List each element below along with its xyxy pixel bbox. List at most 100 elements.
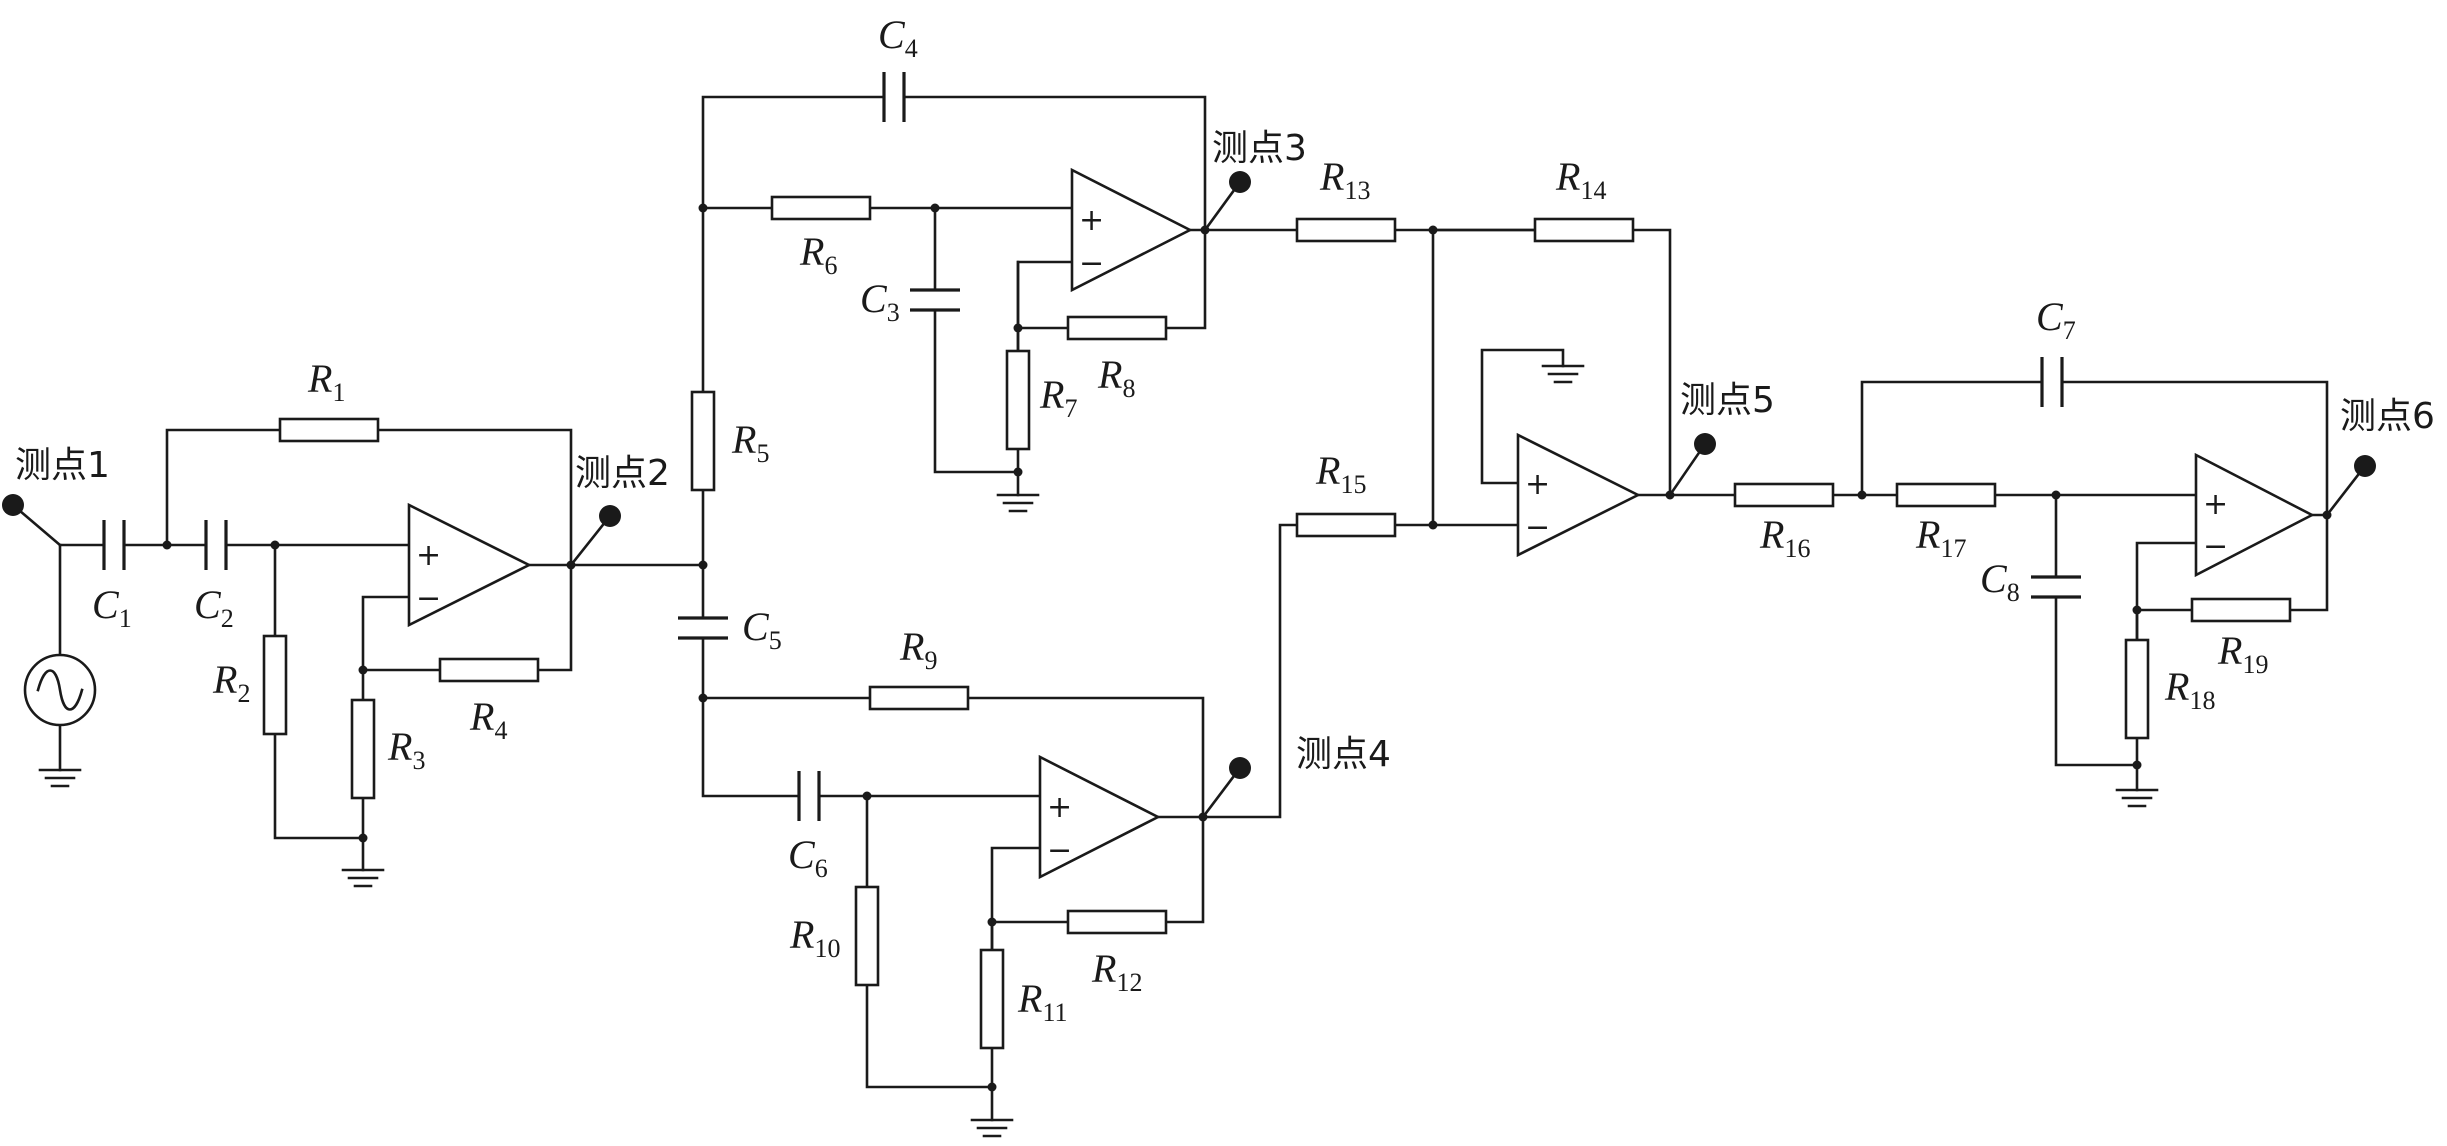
label-c3: C3 — [860, 276, 900, 327]
junction-dot — [162, 540, 172, 550]
test-point-3-marker — [1229, 171, 1251, 193]
sine-wave-icon — [36, 669, 84, 711]
resistor-r11-body — [979, 948, 1005, 1050]
wire-r14 — [1431, 228, 1672, 497]
test-point-2-marker — [599, 505, 621, 527]
label-r4: R4 — [469, 694, 507, 745]
junction-dot — [862, 791, 872, 801]
junction-dot — [2322, 510, 2332, 520]
wire-r19 — [2135, 513, 2329, 612]
opamp-plus-sign: + — [2203, 487, 2228, 522]
wire-opamp5-plus-gnd — [1480, 348, 1565, 485]
resistor-r8-body — [1066, 315, 1168, 341]
label-c1: C1 — [92, 582, 132, 633]
junction-dot — [1013, 323, 1023, 333]
capacitor-c6-plates — [797, 771, 821, 821]
resistor-r3-body — [350, 698, 376, 800]
label-r16: R16 — [1759, 512, 1810, 563]
junction-dot — [1665, 490, 1675, 500]
ground-icon — [38, 768, 82, 788]
label-c2: C2 — [194, 582, 234, 633]
capacitor-c5-plates — [678, 616, 728, 640]
wires — [11, 95, 2367, 1122]
junction-dot — [2132, 605, 2142, 615]
label-r19: R19 — [2217, 628, 2268, 679]
label-r14: R14 — [1555, 154, 1606, 205]
ground-icon — [2115, 788, 2159, 808]
resistor-r7-body — [1005, 349, 1031, 451]
opamp-minus-sign: − — [1525, 510, 1550, 545]
resistor-r5-body — [690, 390, 716, 492]
junction-dot — [698, 560, 708, 570]
junction-dot — [1200, 225, 1210, 235]
grounds — [38, 364, 2159, 1138]
label-c8: C8 — [1980, 556, 2020, 607]
capacitor-c4-plates — [882, 72, 906, 122]
opamp-2 — [1070, 167, 1193, 293]
opamp-plus-sign: + — [1079, 203, 1104, 238]
capacitor-c2-plates — [204, 520, 228, 570]
resistor-r6-body — [770, 195, 872, 221]
resistor-r4-body — [438, 657, 540, 683]
label-r10: R10 — [789, 912, 840, 963]
opamp-plus-sign: + — [416, 538, 441, 573]
resistor-r10-body — [854, 885, 880, 987]
test-point-5-label: 测点5 — [1680, 380, 1775, 421]
resistor-r9-body — [868, 685, 970, 711]
wire-r4 — [361, 563, 573, 672]
junction-dot — [270, 540, 280, 550]
opamp-minus-sign: − — [416, 581, 441, 616]
wire-opamp4-out — [1156, 523, 1299, 819]
ground-icon — [341, 868, 385, 888]
resistor-r13-body — [1295, 217, 1397, 243]
junction-dot — [930, 203, 940, 213]
junction-dot — [1428, 520, 1438, 530]
junction-dot — [987, 917, 997, 927]
junction-dot — [566, 560, 576, 570]
label-c5: C5 — [742, 604, 782, 655]
test-point-4-label: 测点4 — [1296, 734, 1391, 775]
test-points: 测点1 测点2 测点3 测点4 测点5 测点6 — [2, 128, 2435, 779]
opamp-plus-sign: + — [1525, 467, 1550, 502]
capacitor-c1-plates — [102, 520, 126, 570]
wire-c8 — [2054, 493, 2139, 767]
resistor-r12-body — [1066, 909, 1168, 935]
junction-dot — [698, 203, 708, 213]
opamps: + − + − + − + − + − — [407, 167, 2315, 880]
resistor-r18-body — [2124, 638, 2150, 740]
resistor-r17-body — [1895, 482, 1997, 508]
label-r8: R8 — [1097, 352, 1135, 403]
ac-source — [23, 653, 97, 727]
wire-r8 — [1016, 228, 1207, 330]
resistor-r15-body — [1295, 512, 1397, 538]
junction-dot — [2132, 760, 2142, 770]
opamp-3 — [1038, 754, 1161, 880]
ground-icon — [1541, 364, 1585, 384]
label-r15: R15 — [1315, 448, 1366, 499]
label-c6: C6 — [788, 832, 828, 883]
junction-dot — [358, 665, 368, 675]
component-labels: R1 R2 R3 R4 R5 R6 R7 R8 R9 R10 R11 R12 R… — [92, 12, 2268, 1027]
junction-dot — [1198, 812, 1208, 822]
test-point-3-label: 测点3 — [1212, 128, 1307, 169]
wire-r10 — [865, 794, 994, 1089]
wire-r12 — [990, 815, 1205, 924]
wire-r9-loop — [701, 696, 1205, 819]
opamp-minus-sign: − — [1079, 246, 1104, 281]
test-point-2-label: 测点2 — [575, 453, 670, 494]
test-point-6-label: 测点6 — [2340, 396, 2435, 437]
label-r5: R5 — [731, 417, 769, 468]
wire-opamp3-minus — [1016, 260, 1074, 353]
wire-r1-loop — [165, 428, 573, 567]
test-point-4-marker — [1229, 757, 1251, 779]
wire-c4-loop — [701, 95, 1207, 232]
test-point-5-marker — [1694, 433, 1716, 455]
capacitor-c8-plates — [2031, 575, 2081, 599]
label-r11: R11 — [1017, 976, 1067, 1027]
wire-c3 — [933, 206, 1020, 474]
capacitor-c3-plates — [910, 288, 960, 312]
label-r1: R1 — [307, 356, 345, 407]
resistors — [262, 195, 2292, 1050]
junction-dot — [987, 1082, 997, 1092]
